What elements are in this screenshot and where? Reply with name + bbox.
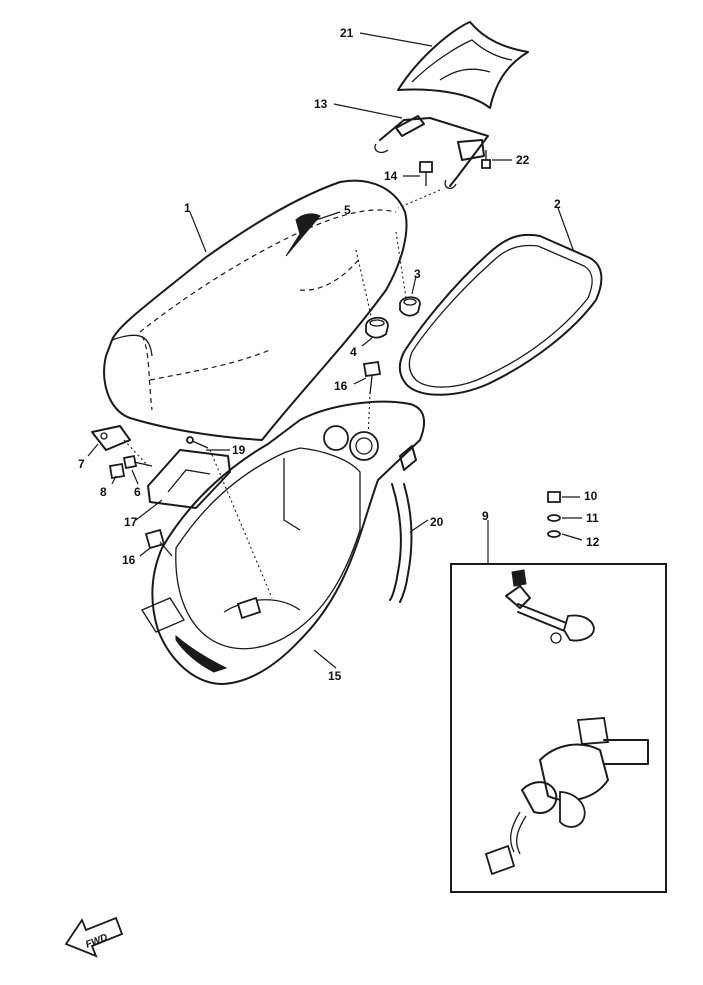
callout-13: 13: [314, 97, 328, 111]
bolt-22: [481, 150, 491, 169]
lock-set-9-box: [450, 563, 667, 893]
callout-labels: 21 13 14 22 1 5 2 3 4 16 19 7 8 6 17 16 …: [78, 26, 600, 683]
seat-1: [103, 179, 408, 441]
leader-lines: [87, 32, 583, 669]
nut-8: [108, 462, 126, 480]
callout-11: 11: [586, 511, 599, 525]
callout-10: 10: [584, 489, 598, 503]
bracket-7: [91, 425, 131, 451]
bolt-16-upper: [362, 360, 382, 395]
callout-7: 7: [78, 457, 85, 471]
damper-4: [365, 316, 389, 339]
callout-1: 1: [184, 201, 191, 215]
callout-22: 22: [516, 153, 530, 167]
hose-20: [389, 483, 413, 603]
bolt-6: [122, 454, 153, 470]
callout-3: 3: [414, 267, 421, 281]
callout-8: 8: [100, 485, 107, 499]
damper-3: [399, 296, 421, 317]
callout-12: 12: [586, 535, 600, 549]
bracket-13: [374, 115, 489, 189]
cover-17: [147, 449, 231, 509]
gasket-2: [398, 233, 603, 396]
callout-17: 17: [124, 515, 138, 529]
storage-box-15: [141, 400, 426, 685]
callout-19: 19: [232, 443, 246, 457]
callout-16-upper: 16: [334, 379, 348, 393]
callout-9: 9: [482, 509, 489, 523]
washer-11: [547, 514, 561, 522]
rear-grab-handle-21: [397, 21, 529, 109]
callout-5: 5: [344, 203, 351, 217]
bolt-14: [419, 161, 433, 186]
bolt-10: [547, 491, 561, 503]
callout-14: 14: [384, 169, 398, 183]
callout-4: 4: [350, 345, 357, 359]
callout-20: 20: [430, 515, 444, 529]
callout-16-lower: 16: [122, 553, 136, 567]
callout-2: 2: [554, 197, 561, 211]
callout-15: 15: [328, 669, 342, 683]
bolt-16-lower: [144, 528, 173, 557]
callout-21: 21: [340, 26, 354, 40]
screw-19: [186, 436, 209, 449]
callout-6: 6: [134, 485, 141, 499]
seat-emblem-5: [285, 213, 321, 257]
forward-direction-marker: FWD: [64, 916, 124, 958]
washer-12: [547, 530, 561, 538]
